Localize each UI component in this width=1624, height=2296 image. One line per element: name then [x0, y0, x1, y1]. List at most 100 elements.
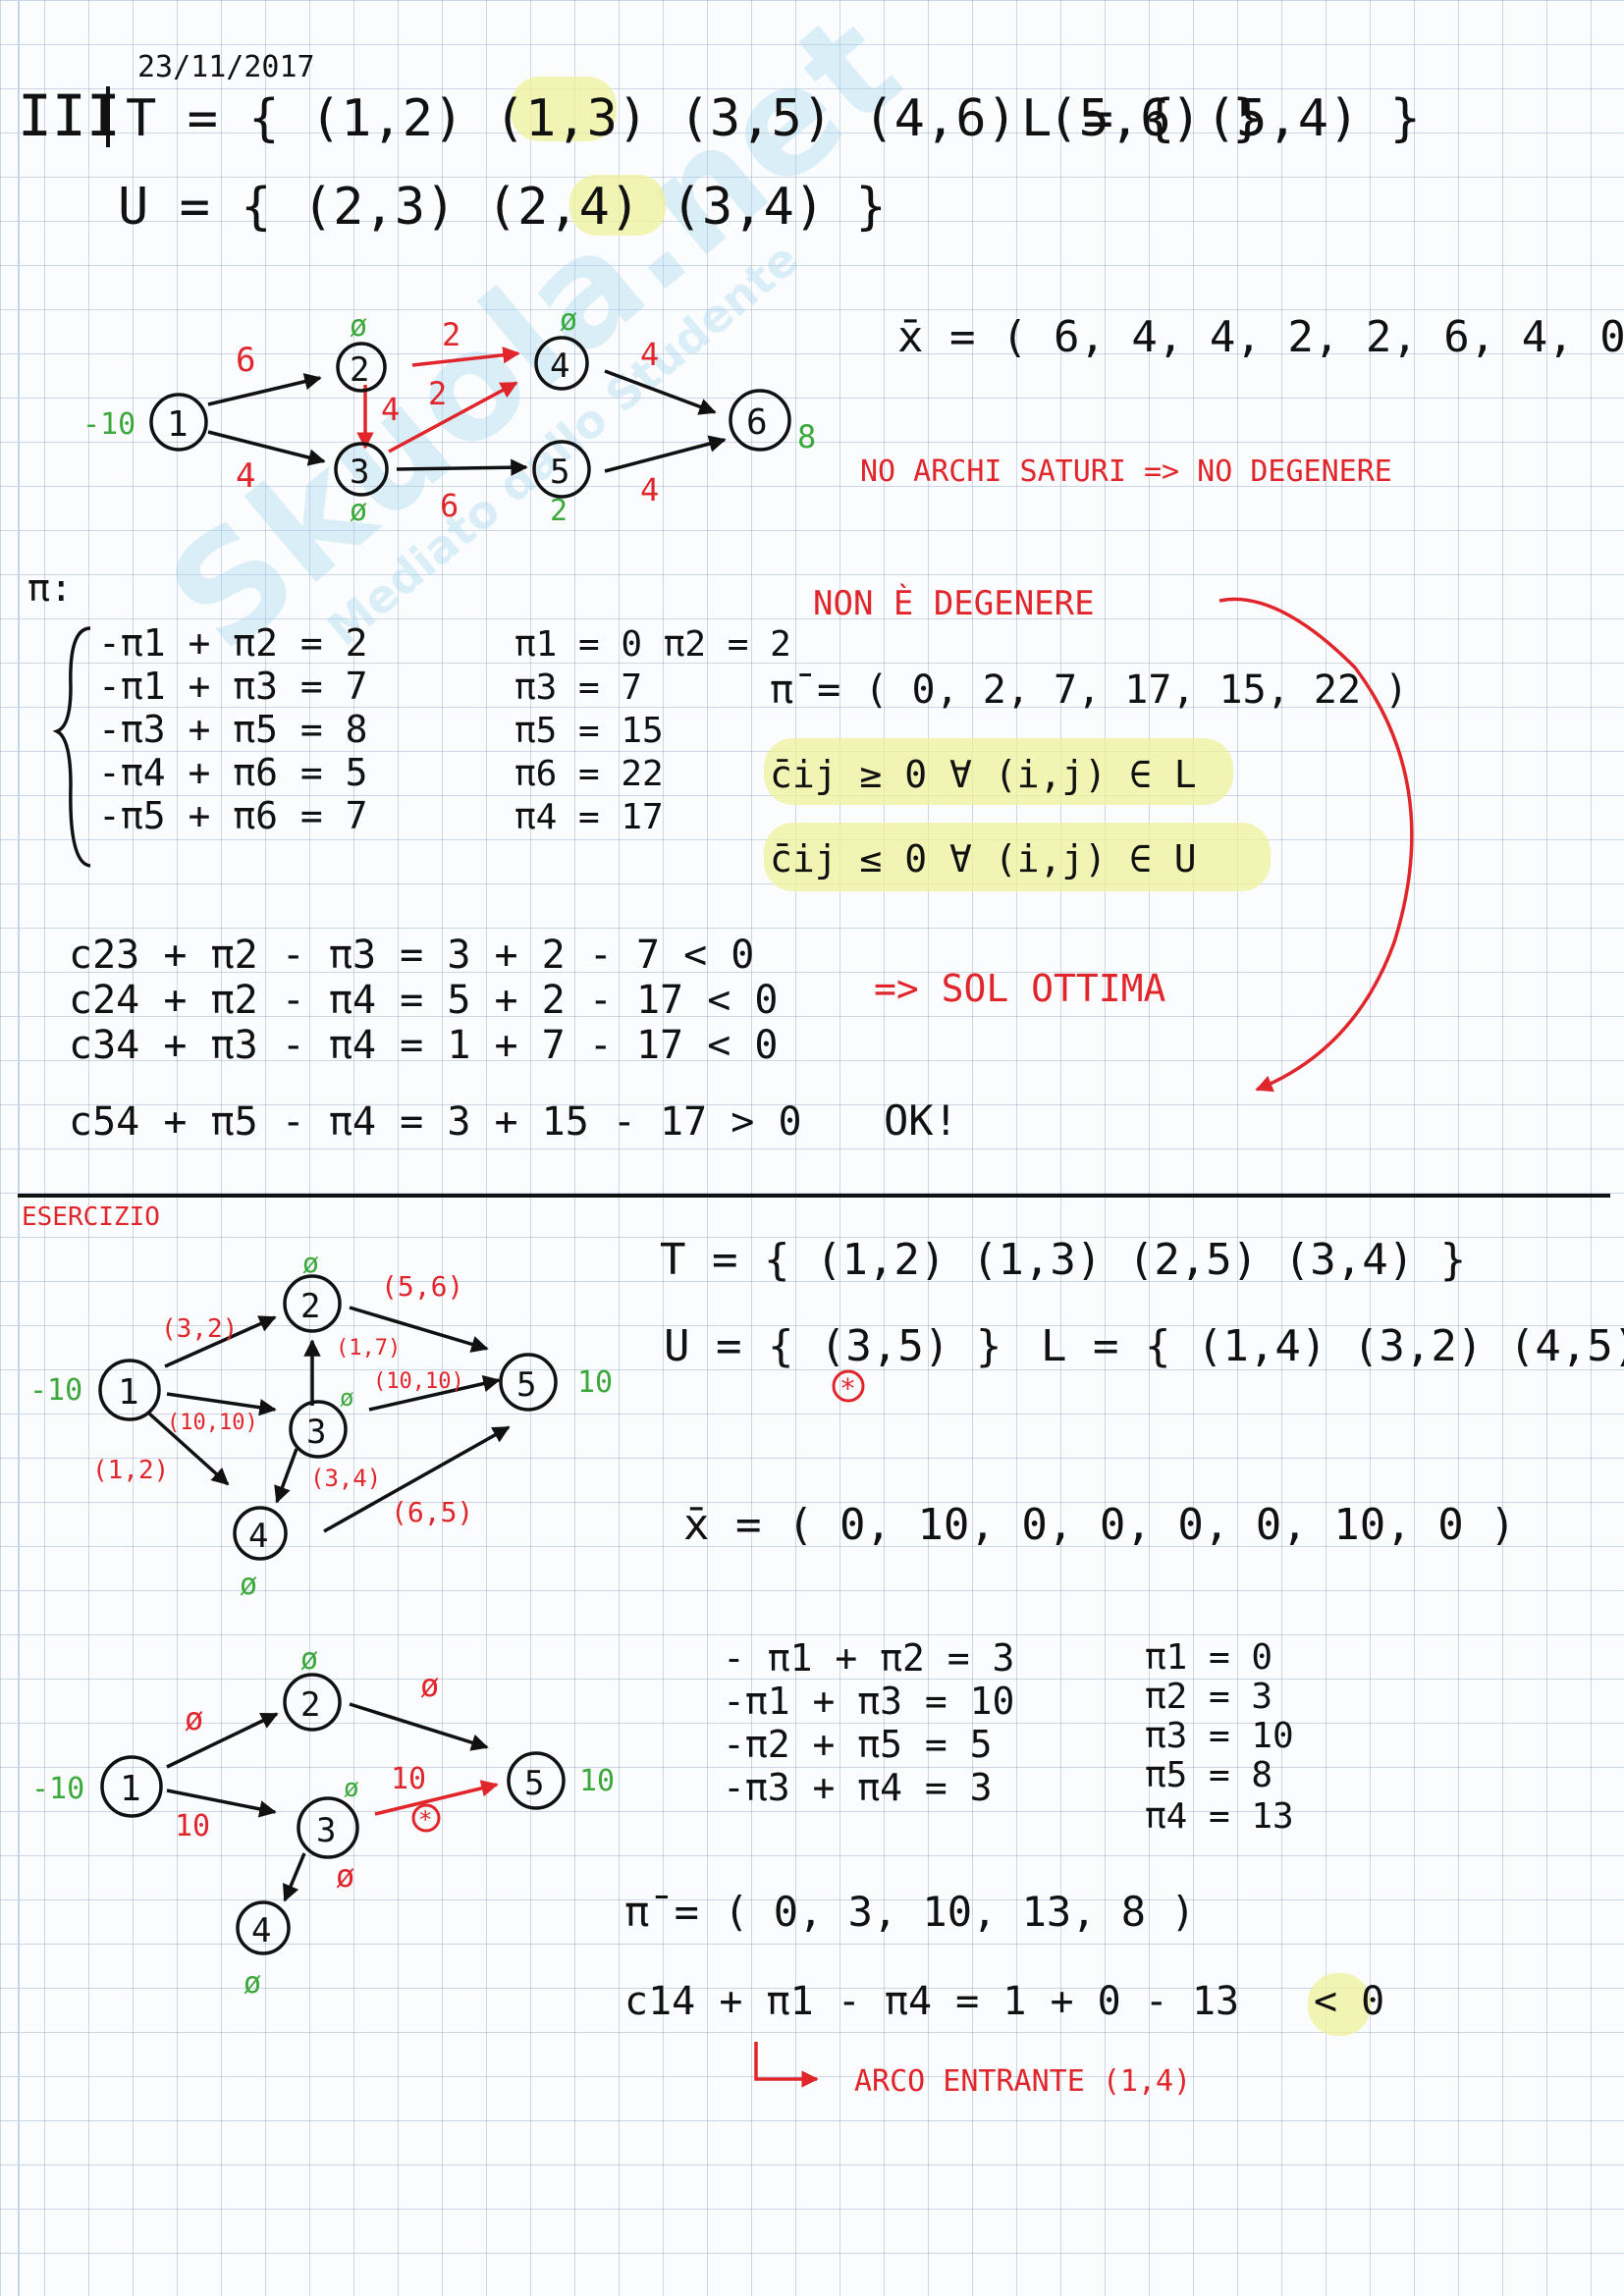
svg-text:-10: -10 [29, 1373, 82, 1408]
svg-text:ø: ø [300, 1642, 318, 1677]
svg-text:π5 = 15: π5 = 15 [514, 711, 664, 751]
no-archi-saturi: NO ARCHI SATURI => NO DEGENERE [860, 454, 1392, 489]
svg-text:π4 = 13: π4 = 13 [1145, 1796, 1294, 1837]
date: 23/11/2017 [137, 50, 315, 84]
highlight-lt0 [1308, 1973, 1371, 2036]
highlight-34 [569, 175, 666, 236]
svg-text:5: 5 [550, 453, 569, 492]
svg-text:10: 10 [175, 1809, 210, 1843]
svg-text:-π1 + π2 = 2: -π1 + π2 = 2 [98, 621, 368, 665]
svg-text:(10,10): (10,10) [167, 1411, 258, 1435]
svg-text:1: 1 [118, 1372, 139, 1413]
svg-text:4: 4 [251, 1911, 271, 1950]
svg-text:-π1 + π3 = 7: -π1 + π3 = 7 [98, 665, 368, 708]
svg-text:2: 2 [550, 494, 568, 528]
svg-text:1: 1 [120, 1769, 141, 1809]
svg-text:ø: ø [244, 1966, 261, 2001]
svg-text:(6,5): (6,5) [391, 1496, 473, 1528]
reduced-cost-checks: c23 + π2 - π3 = 3 + 2 - 7 < 0 c24 + π2 -… [69, 933, 778, 1068]
non-degenere: NON È DEGENERE [813, 583, 1095, 623]
svg-text:ø: ø [420, 1667, 439, 1704]
pibar-2: π̄ = ( 0, 3, 10, 13, 8 ) [624, 1888, 1196, 1936]
ok-label: OK! [884, 1096, 958, 1145]
svg-text:4: 4 [248, 1517, 268, 1556]
svg-text:- π1 + π2 = 3: - π1 + π2 = 3 [723, 1636, 1014, 1680]
set-U: U = { (2,3) (2,4) (3,4) } [118, 178, 887, 237]
xbar-1: x̄ = ( 6, 4, 4, 2, 2, 6, 4, 0, 4 ) [897, 312, 1624, 362]
cond-U: c̄ij ≤ 0 ∀ (i,j) ∈ U [770, 837, 1197, 881]
svg-text:ø: ø [344, 1774, 359, 1803]
set-L: L = { (5,4) } [1021, 89, 1421, 148]
svg-text:π1 = 0 π2 = 2: π1 = 0 π2 = 2 [514, 624, 791, 665]
demand-label: 8 [797, 418, 816, 455]
svg-text:*: * [839, 1372, 856, 1405]
svg-text:π5 = 8: π5 = 8 [1145, 1755, 1272, 1795]
graph-2a: 1 2 3 4 5 -10 10 ø ø ø (3,2) (5,6) (1,7)… [29, 1247, 613, 1602]
highlight-cond-L [764, 738, 1233, 805]
svg-text:(3,2): (3,2) [161, 1314, 238, 1344]
graph-2b: 1 2 3 4 5 -10 10 ø ø ø ø ø ø 10 10 * [31, 1642, 615, 2001]
svg-text:10: 10 [579, 1764, 615, 1798]
check-54: c54 + π5 - π4 = 3 + 15 - 17 > 0 [69, 1099, 802, 1145]
svg-text:6: 6 [746, 402, 768, 443]
svg-text:4: 4 [550, 347, 569, 386]
pi-equations-2: - π1 + π2 = 3 -π1 + π3 = 10 -π2 + π5 = 5… [723, 1636, 1014, 1809]
svg-text:ø: ø [240, 1568, 257, 1602]
svg-text:-10: -10 [31, 1772, 84, 1806]
svg-text:5: 5 [524, 1764, 544, 1803]
sol-ottima: => SOL OTTIMA [874, 967, 1166, 1010]
set-T-2: T = { (1,2) (1,3) (2,5) (3,4) } [660, 1235, 1466, 1285]
svg-text:c34 + π3 - π4 = 1 + 7 - 17 <: c34 + π3 - π4 = 1 + 7 - 17 < 0 [69, 1023, 778, 1068]
svg-text:2: 2 [350, 350, 369, 390]
svg-text:2: 2 [300, 1685, 320, 1725]
svg-text:-π3 + π4 = 3: -π3 + π4 = 3 [723, 1766, 993, 1809]
svg-text:ø: ø [350, 494, 367, 528]
svg-text:(10,10): (10,10) [373, 1369, 464, 1394]
svg-text:(1,7): (1,7) [336, 1336, 401, 1361]
svg-text:-π3 + π5 = 8: -π3 + π5 = 8 [98, 708, 368, 751]
set-U-2: U = { (3,5) } [664, 1321, 1001, 1371]
svg-text:(5,6): (5,6) [381, 1270, 463, 1303]
pi-values-1: π1 = 0 π2 = 2 π3 = 7 π5 = 15 π6 = 22 π4 … [514, 624, 791, 837]
highlight-cond-U [764, 823, 1271, 891]
svg-text:π3 = 7: π3 = 7 [514, 667, 642, 708]
svg-text:2: 2 [428, 375, 447, 412]
svg-text:(3,4): (3,4) [310, 1465, 381, 1492]
svg-text:4: 4 [640, 471, 659, 508]
lt0: < 0 [1314, 1979, 1384, 2024]
arco-entrante: ARCO ENTRANTE (1,4) [854, 2064, 1191, 2099]
highlight-35 [511, 77, 617, 141]
xbar-2: x̄ = ( 0, 10, 0, 0, 0, 0, 10, 0 ) [683, 1500, 1516, 1550]
svg-text:2: 2 [300, 1287, 320, 1326]
svg-text:10: 10 [391, 1762, 426, 1796]
svg-text:ø: ø [336, 1857, 354, 1895]
svg-text:c24 + π2 - π4 = 5 + 2 - 17 <: c24 + π2 - π4 = 5 + 2 - 17 < 0 [69, 978, 778, 1023]
svg-text:4: 4 [381, 391, 400, 428]
svg-text:-π1 + π3 = 10: -π1 + π3 = 10 [723, 1680, 1014, 1723]
esercizio-label: ESERCIZIO [22, 1202, 160, 1232]
svg-text:ø: ø [350, 309, 367, 344]
svg-text:-π2 + π5 = 5: -π2 + π5 = 5 [723, 1723, 993, 1766]
svg-text:*: * [418, 1806, 432, 1834]
svg-text:c23 + π2 - π3 = 3 + 2 - 7 <: c23 + π2 - π3 = 3 + 2 - 7 < 0 [69, 933, 754, 978]
pibar-1: π̄ = ( 0, 2, 7, 17, 15, 22 ) [770, 667, 1408, 713]
svg-text:1: 1 [167, 404, 189, 445]
svg-text:2: 2 [442, 316, 460, 353]
check-14: c14 + π1 - π4 = 1 + 0 - 13 [624, 1979, 1239, 2024]
svg-text:3: 3 [350, 453, 369, 492]
roman-numeral: III [18, 82, 121, 149]
pi-label: π: [27, 566, 73, 610]
cond-L: c̄ij ≥ 0 ∀ (i,j) ∈ L [770, 753, 1197, 796]
svg-text:ø: ø [560, 303, 577, 338]
svg-text:4: 4 [640, 336, 659, 373]
supply-label: -10 [82, 407, 135, 442]
svg-text:ø: ø [185, 1700, 203, 1737]
svg-text:5: 5 [516, 1365, 536, 1405]
graph-1: 1 2 3 4 5 6 -10 8 ø ø ø 2 6 4 4 2 2 6 4 … [82, 303, 816, 528]
svg-text:3: 3 [306, 1413, 326, 1452]
svg-text:π1 = 0: π1 = 0 [1145, 1637, 1272, 1678]
svg-text:ø: ø [340, 1384, 353, 1412]
svg-text:3: 3 [316, 1811, 336, 1850]
